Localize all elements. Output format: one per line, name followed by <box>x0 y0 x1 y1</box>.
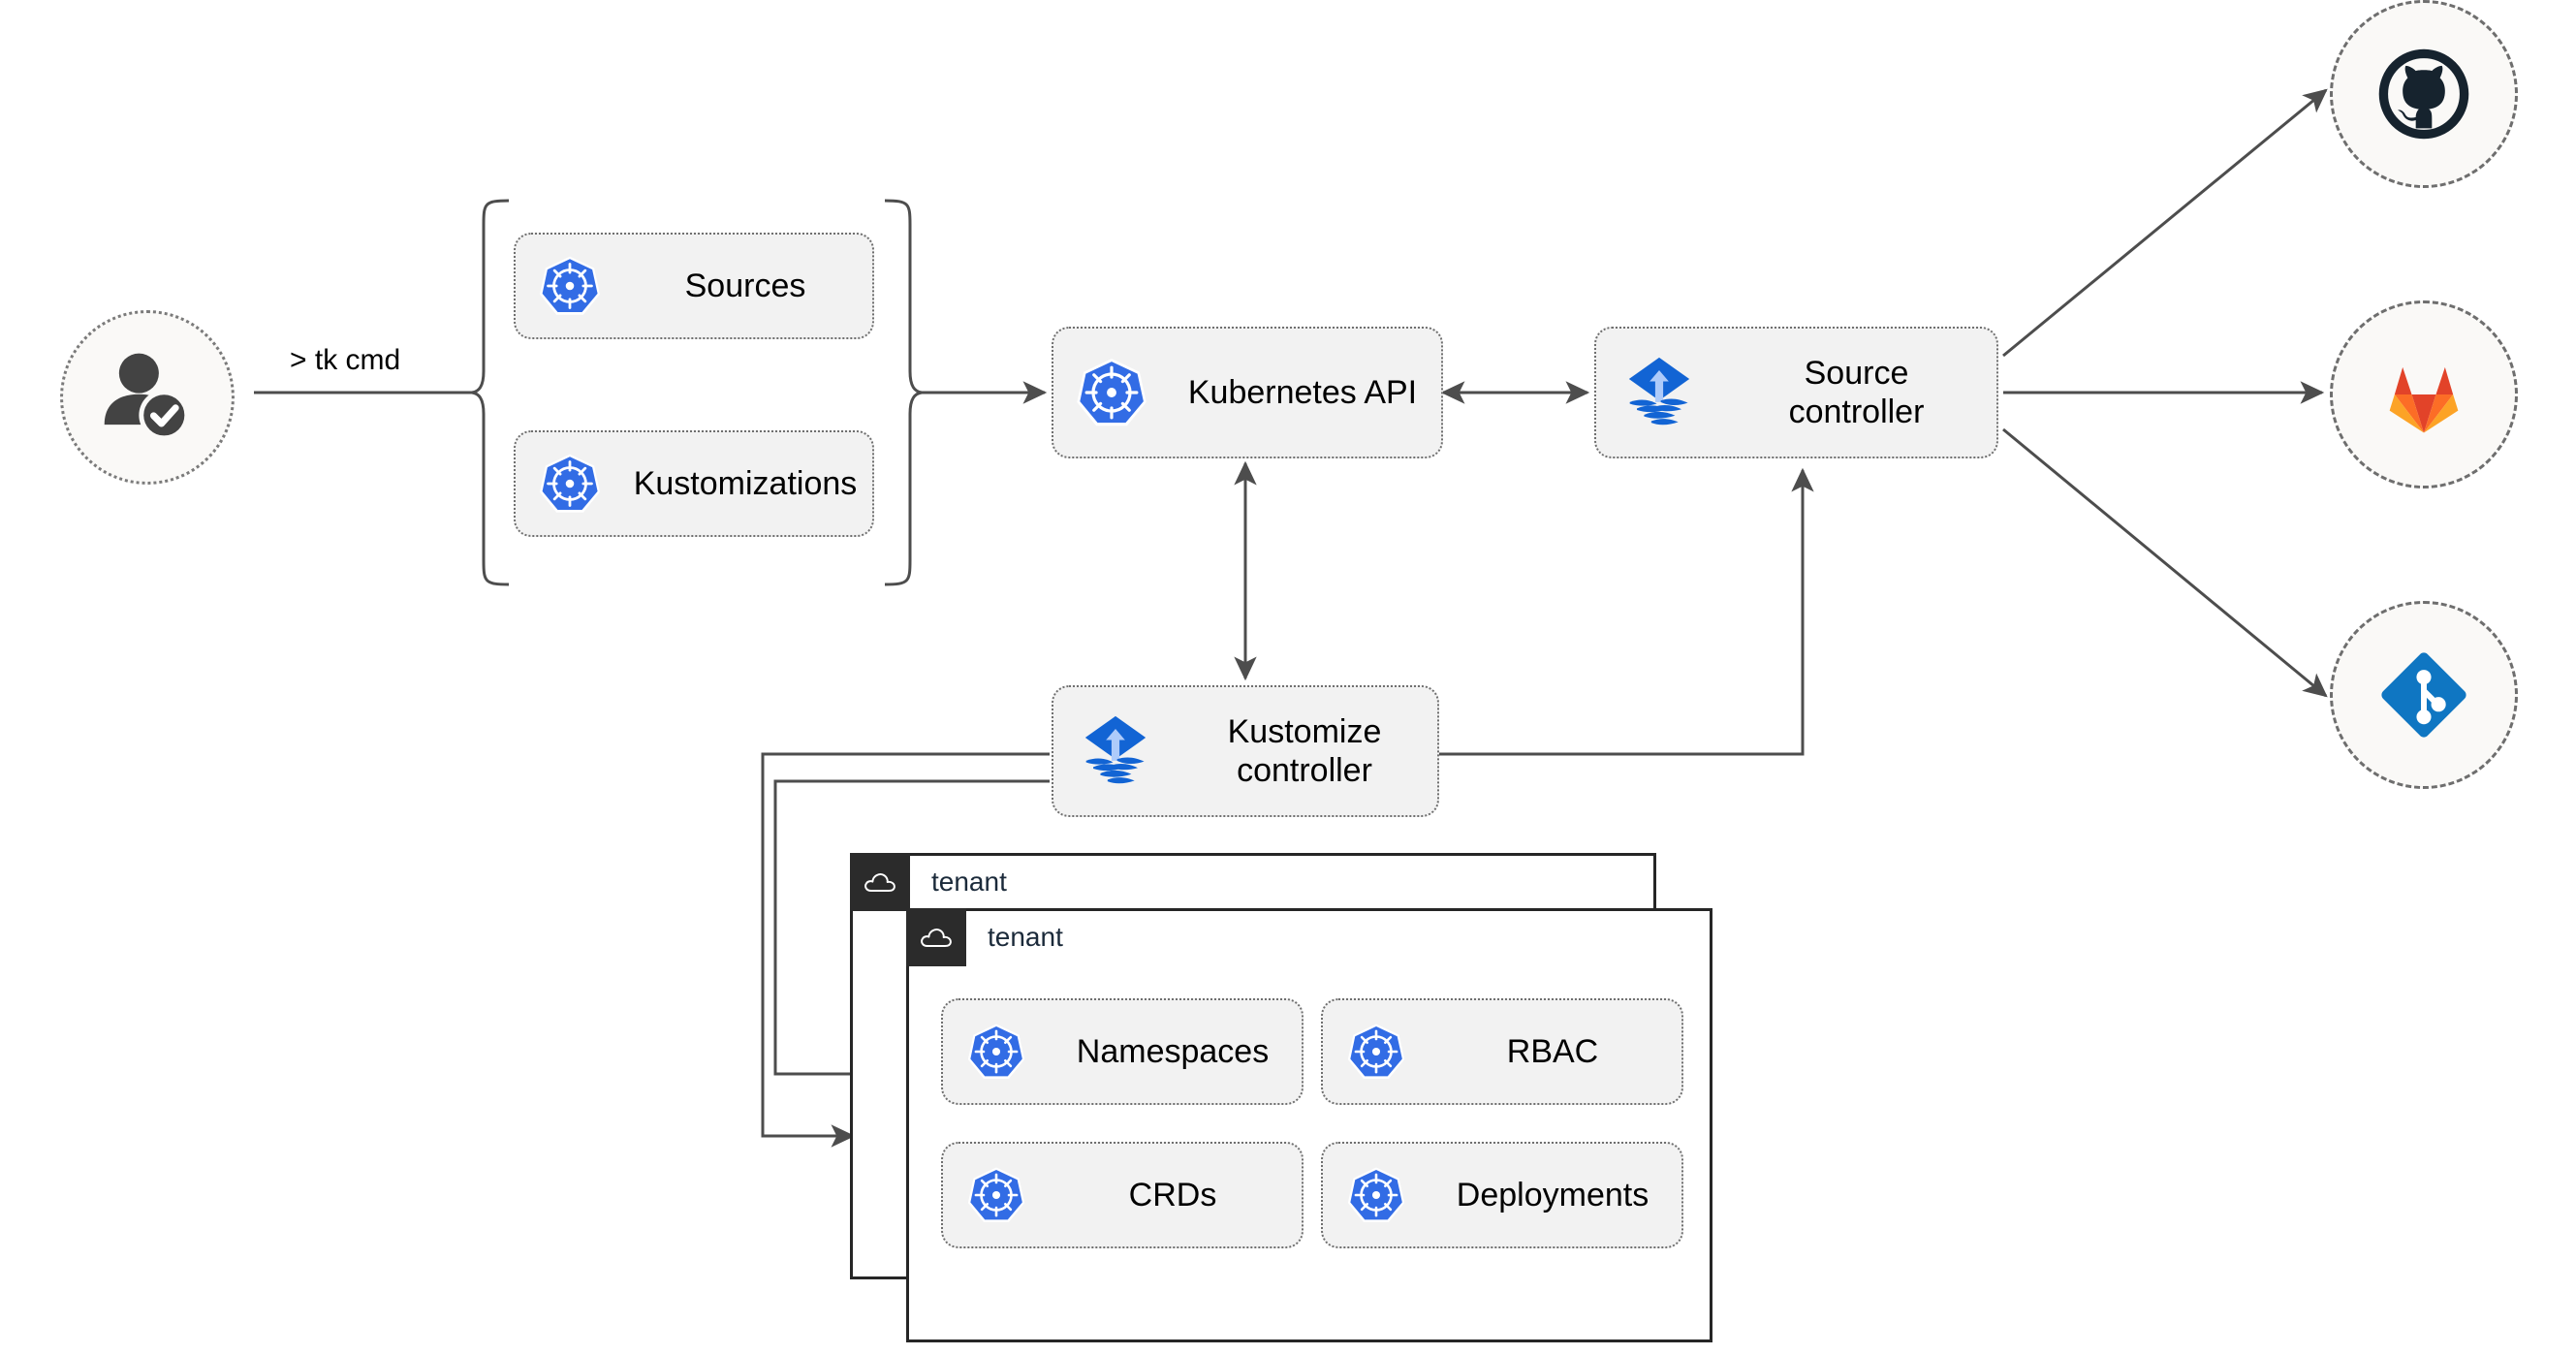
kubernetes-icon <box>943 1022 1050 1082</box>
tenant-label: tenant <box>988 922 1063 952</box>
resource-box-sources[interactable]: Sources <box>514 233 874 339</box>
tenant-resource-label: CRDs <box>1128 1176 1217 1213</box>
gitlab-icon <box>2389 366 2459 433</box>
cloud-icon <box>850 853 910 911</box>
tenant-resource-deployments[interactable]: Deployments <box>1321 1142 1683 1248</box>
tenant-tab: tenant <box>850 853 1007 911</box>
group-brace-right <box>884 199 923 586</box>
node-source-controller[interactable]: Source controller <box>1594 327 1998 458</box>
node-kustomize-controller[interactable]: Kustomize controller <box>1052 685 1439 817</box>
kubernetes-icon <box>1323 1165 1429 1225</box>
node-label: Kubernetes API <box>1187 373 1418 411</box>
github-icon <box>2378 48 2469 140</box>
kubernetes-icon <box>1053 356 1170 429</box>
tenant-resource-label: Deployments <box>1456 1176 1649 1213</box>
tenant-resource-crds[interactable]: CRDs <box>941 1142 1304 1248</box>
provider-gitlab[interactable] <box>2330 300 2518 488</box>
tenant-resource-label: Namespaces <box>1076 1032 1270 1070</box>
command-label: > tk cmd <box>290 344 401 376</box>
flux-icon <box>1053 711 1178 791</box>
provider-github[interactable] <box>2330 0 2518 188</box>
kubernetes-icon <box>516 452 624 516</box>
resource-label: Kustomizations <box>633 464 858 502</box>
user-actor[interactable] <box>60 310 235 485</box>
edge-kustomize-controller-to-source-controller <box>1437 467 1814 756</box>
tenant-container-inner[interactable]: tenant <box>906 908 1712 1342</box>
kubernetes-icon <box>943 1165 1050 1225</box>
resource-box-kustomizations[interactable]: Kustomizations <box>514 430 874 537</box>
group-brace-left <box>471 199 510 586</box>
resource-label: Sources <box>684 267 806 304</box>
edge-source-controller-to-git <box>2002 427 2328 698</box>
tenant-label: tenant <box>931 867 1007 897</box>
tenant-resource-rbac[interactable]: RBAC <box>1321 998 1683 1105</box>
tenant-resource-namespaces[interactable]: Namespaces <box>941 998 1304 1105</box>
cloud-icon <box>906 908 966 966</box>
node-label: Kustomize controller <box>1227 712 1382 789</box>
flux-icon <box>1596 353 1722 432</box>
edge-source-controller-to-github <box>2002 88 2328 358</box>
node-kubernetes-api[interactable]: Kubernetes API <box>1052 327 1443 458</box>
tenant-resource-label: RBAC <box>1506 1032 1599 1070</box>
user-verified-icon <box>104 353 190 441</box>
provider-git[interactable] <box>2330 601 2518 789</box>
kubernetes-icon <box>1323 1022 1429 1082</box>
tenant-tab: tenant <box>906 908 1063 966</box>
node-label: Source controller <box>1788 354 1925 430</box>
git-icon <box>2381 652 2466 738</box>
kubernetes-icon <box>516 254 624 318</box>
